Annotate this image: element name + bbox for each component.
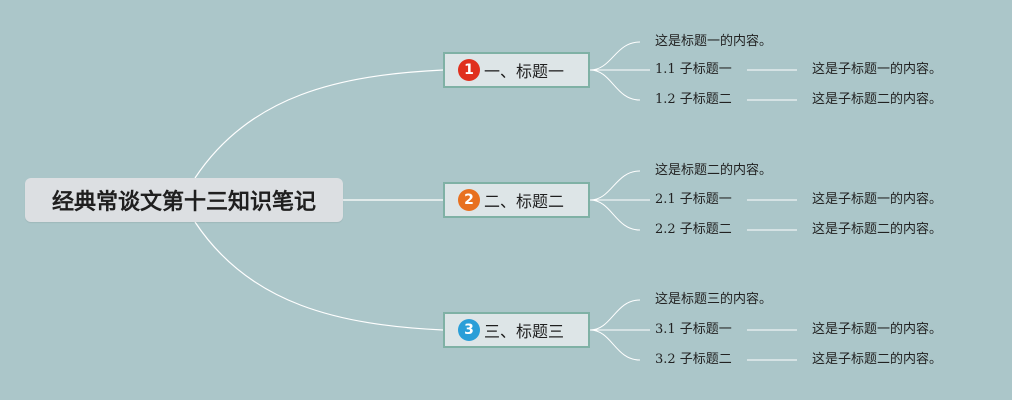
branch-3-subtopic-1[interactable]: 3.1 子标题一	[655, 322, 732, 337]
connector-root-branch-1	[194, 69, 444, 179]
connector-b2-content	[589, 170, 641, 201]
branch-1-subtopic-2-content[interactable]: 这是子标题二的内容。	[812, 92, 943, 107]
branch-topic-3[interactable]: 3 三、标题三	[443, 312, 590, 348]
branch-topic-3-title: 三、标题三	[484, 322, 565, 341]
branch-1-subtopic-1[interactable]: 1.1 子标题一	[655, 62, 732, 77]
connector-b3-sub2	[589, 329, 641, 361]
branch-3-subtopic-2-content[interactable]: 这是子标题二的内容。	[812, 352, 943, 367]
branch-3-subtopic-1-content[interactable]: 这是子标题一的内容。	[812, 322, 943, 337]
number-badge-2-icon: 2	[458, 189, 480, 211]
connector-b2-sub2	[589, 199, 641, 231]
branch-2-subtopic-2-content[interactable]: 这是子标题二的内容。	[812, 222, 943, 237]
branch-1-content[interactable]: 这是标题一的内容。	[655, 34, 773, 49]
branch-topic-1[interactable]: 1 一、标题一	[443, 52, 590, 88]
number-badge-1-icon: 1	[458, 59, 480, 81]
branch-topic-2-title: 二、标题二	[484, 192, 565, 211]
branch-2-subtopic-1[interactable]: 2.1 子标题一	[655, 192, 732, 207]
connector-b1-sub2	[589, 69, 641, 101]
branch-2-content[interactable]: 这是标题二的内容。	[655, 163, 773, 178]
branch-3-content[interactable]: 这是标题三的内容。	[655, 292, 773, 307]
connector-b1-content	[589, 41, 641, 71]
branch-3-subtopic-2[interactable]: 3.2 子标题二	[655, 352, 732, 367]
number-badge-3-icon: 3	[458, 319, 480, 341]
branch-topic-1-title: 一、标题一	[484, 62, 565, 81]
branch-2-subtopic-2[interactable]: 2.2 子标题二	[655, 222, 732, 237]
connector-b3-content	[589, 299, 641, 331]
branch-1-subtopic-1-content[interactable]: 这是子标题一的内容。	[812, 62, 943, 77]
branch-topic-2[interactable]: 2 二、标题二	[443, 182, 590, 218]
root-topic[interactable]: 经典常谈文第十三知识笔记	[25, 178, 343, 222]
connector-root-branch-3	[194, 221, 444, 331]
branch-1-subtopic-2[interactable]: 1.2 子标题二	[655, 92, 732, 107]
root-topic-title: 经典常谈文第十三知识笔记	[51, 190, 316, 215]
branch-2-subtopic-1-content[interactable]: 这是子标题一的内容。	[812, 192, 943, 207]
